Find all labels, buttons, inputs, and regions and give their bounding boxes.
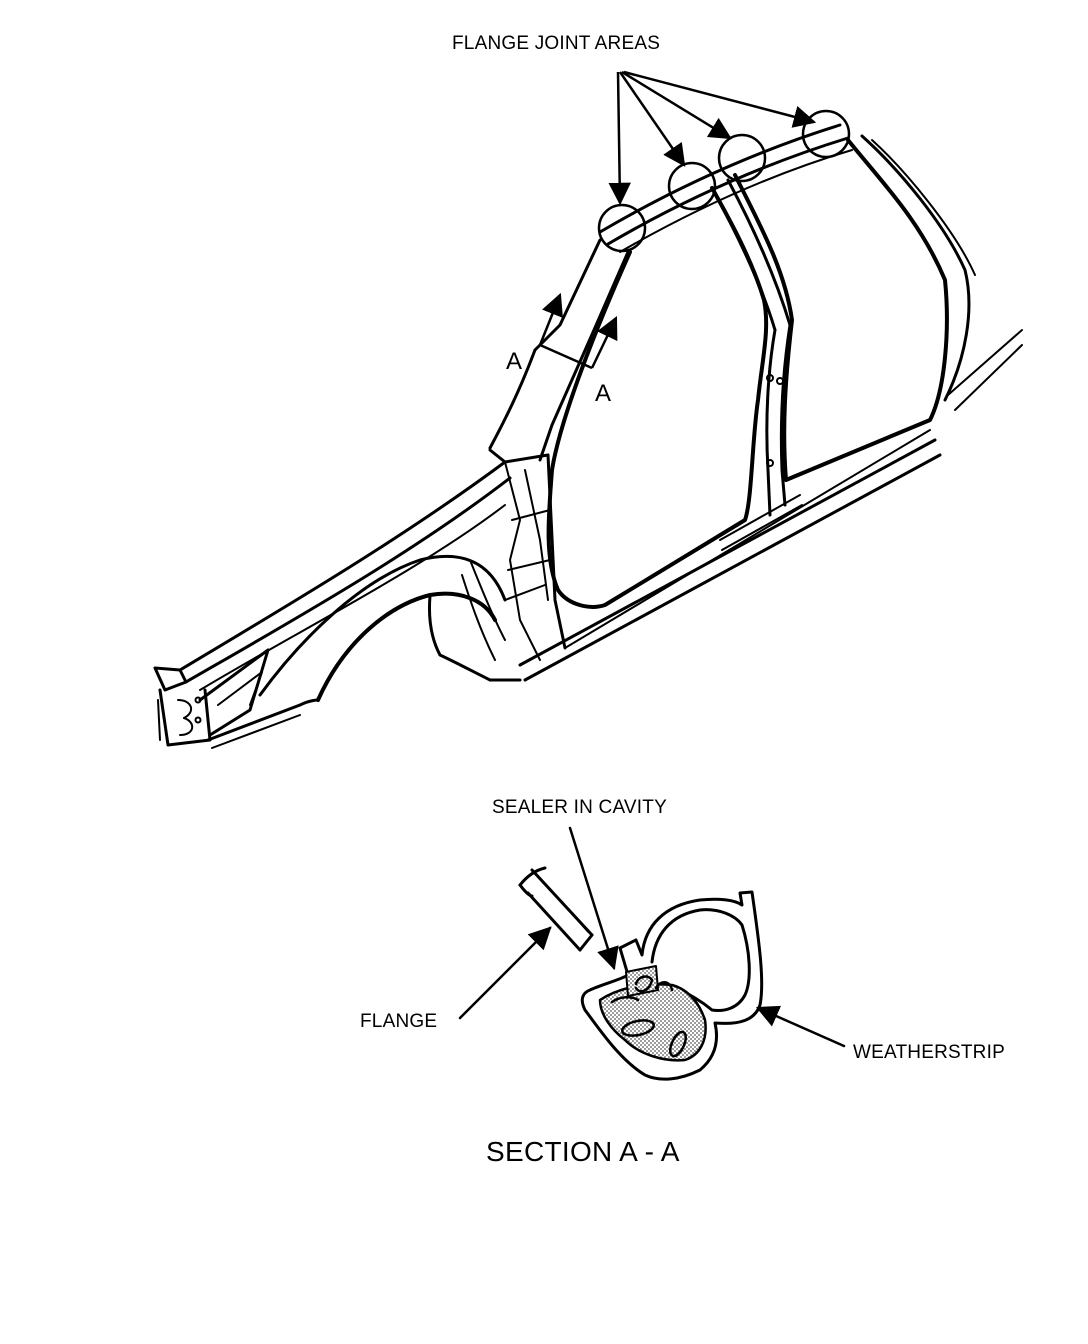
- weatherstrip-label: WEATHERSTRIP: [853, 1042, 1005, 1063]
- rear-door-opening: [733, 138, 949, 482]
- flange-joint-leaders: [608, 70, 817, 206]
- hinge-pillar: [488, 448, 567, 661]
- section-detail: [458, 826, 846, 1081]
- roof-rail: [598, 123, 853, 253]
- wheel-arch: [258, 554, 522, 702]
- section-letter-left: A: [506, 348, 523, 375]
- fender-rail: [178, 460, 512, 691]
- body-side-frame: [153, 123, 1023, 749]
- flange-joint-circles: [597, 109, 851, 253]
- weatherstrip-part: [580, 890, 764, 1081]
- flange-joint-circle-2: [667, 161, 717, 211]
- front-lower-panel: [198, 648, 320, 749]
- flange-joint-circle-4: [801, 109, 851, 159]
- sealer-in-cavity-label: SEALER IN CAVITY: [492, 797, 667, 818]
- section-letter-right: A: [595, 380, 612, 407]
- b-pillar: [710, 178, 792, 517]
- flange-part: [518, 866, 594, 952]
- flange-label: FLANGE: [360, 1011, 438, 1032]
- flange-joint-areas-label: FLANGE JOINT AREAS: [452, 33, 661, 54]
- section-cut-indicator: [538, 292, 618, 370]
- flange-joint-circle-3: [717, 133, 767, 183]
- section-leaders: [458, 826, 846, 1048]
- front-end: [153, 666, 212, 747]
- rocker-panel: [518, 429, 942, 682]
- sealer-cavity: [598, 965, 707, 1062]
- section-title: SECTION A - A: [486, 1136, 680, 1167]
